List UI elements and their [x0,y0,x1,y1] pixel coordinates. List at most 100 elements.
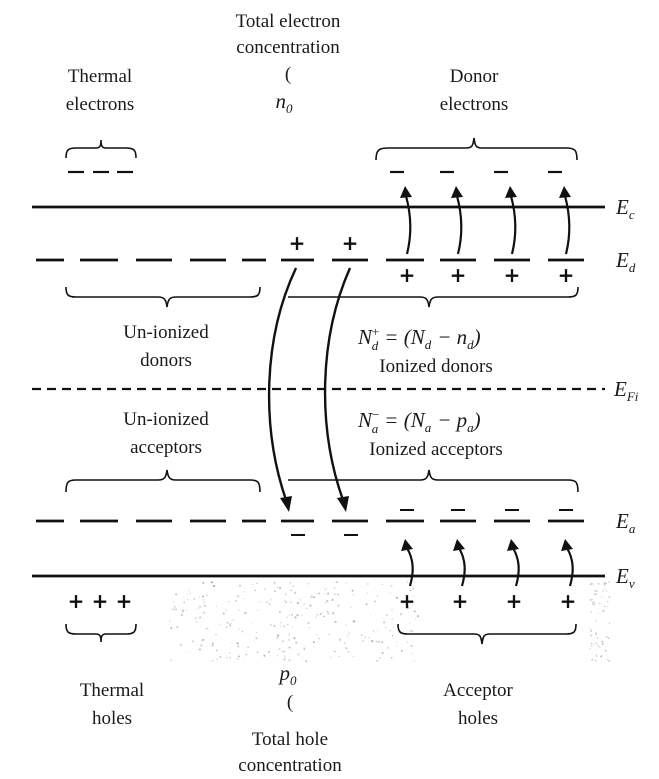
p0-symbol: p0 [278,661,298,688]
stipple-dot [414,618,416,620]
stipple-dot [222,612,225,615]
stipple-dot [324,601,327,604]
stipple-dot [225,609,227,611]
p0-label: p0 ( [278,661,298,713]
stipple-dot [228,651,231,654]
stipple-dot [603,588,605,590]
stipple-dot [199,606,201,608]
stipple-dot [316,614,319,616]
stipple-dot [594,589,597,592]
stipple-dot [307,583,310,585]
stipple-dot [589,598,592,601]
ionized-donor-plus: + [504,263,521,287]
stipple-dot [600,655,603,658]
stipple-dot [169,620,171,622]
stipple-dot [288,614,291,616]
stipple-dot [327,612,330,615]
stipple-dot [286,623,289,626]
stipple-dot [237,645,240,648]
stipple-dot [333,651,336,653]
stipple-dot [293,591,297,594]
stipple-dot [198,648,201,651]
stipple-dot [383,621,386,624]
stipple-dot [595,655,598,658]
stipple-dot [268,604,270,606]
acceptor-excitation-arrows [401,539,574,587]
stipple-dot [331,598,334,602]
svg-text:Ionized donors: Ionized donors [379,356,492,377]
acceptor-arrow [406,547,414,587]
stipple-dot [375,640,378,643]
stipple-dot [243,597,245,599]
stipple-dot [291,613,294,616]
stipple-dot [412,604,414,606]
stipple-dot [607,658,609,661]
stipple-dot [338,655,340,657]
svg-text:Ionized acceptors: Ionized acceptors [369,439,502,460]
stipple-dot [407,607,410,609]
stipple-dot [270,599,272,601]
stipple-dot [286,616,289,619]
stipple-dot [268,650,271,653]
stipple-dot [212,584,216,588]
stipple-dot [315,616,317,618]
stipple-dot [285,601,288,604]
stipple-dot [400,649,403,652]
total-electron-line1: Total electron [236,11,341,32]
stipple-dot [350,607,352,609]
stipple-dot [411,652,413,655]
stipple-dot [270,624,272,626]
stipple-dot [200,644,203,647]
stipple-dot [596,636,599,639]
stipple-dot [589,583,592,586]
stipple-dot [255,631,257,633]
stipple-dot [247,646,249,649]
stipple-dot [256,582,258,585]
stipple-dot [234,599,238,602]
stipple-dot [294,616,297,619]
stipple-dot [345,647,348,650]
stipple-dot [321,612,324,614]
stipple-dot [376,659,379,662]
stipple-dot [202,638,205,641]
acceptor-arrow [458,547,466,587]
total-electron-concentration-label: Total electron concentration ( n0 [236,11,341,116]
donor-arrow [509,195,517,255]
arrow-head [561,539,573,551]
stipple-dot [317,592,320,595]
stipple-dot [282,625,286,628]
stipple-dot [386,614,388,616]
stipple-dot [406,581,409,583]
stipple-dot [283,650,286,653]
stipple-dot [174,608,176,610]
arrow-head [401,539,413,551]
stipple-dot [176,626,179,629]
stipple-dot [330,656,332,658]
stipple-dot [608,596,611,599]
stipple-dot [283,658,286,661]
ionized-acceptor-minus-signs [291,509,573,536]
stipple-dot [361,634,363,636]
stipple-dot [352,594,354,596]
acceptor-hole-plus: + [506,589,523,613]
stipple-dot [242,591,244,593]
stipple-dot [188,651,190,654]
unionized-acceptors-label: Un-ionized acceptors [123,409,209,458]
stipple-dot [416,615,420,618]
stipple-dot [596,590,598,592]
stipple-dot [290,601,292,603]
svg-text:concentration: concentration [238,755,342,776]
ionized-donors-label: N+d= (Nd− nd) Ionized donors [357,324,493,377]
acceptor-hole-plus: + [560,589,577,613]
stipple-dot [292,585,295,587]
stipple-dot [593,593,595,595]
stipple-dot [387,647,389,649]
donor-electrons-line2: electrons [440,94,509,115]
stipple-dot [362,639,364,642]
stipple-dot [368,636,370,638]
acceptor-holes-brace [397,623,577,645]
stipple-dot [392,626,395,629]
stipple-dot [328,633,330,636]
stipple-dot [390,657,393,659]
Ec-label: Ec [615,195,635,222]
